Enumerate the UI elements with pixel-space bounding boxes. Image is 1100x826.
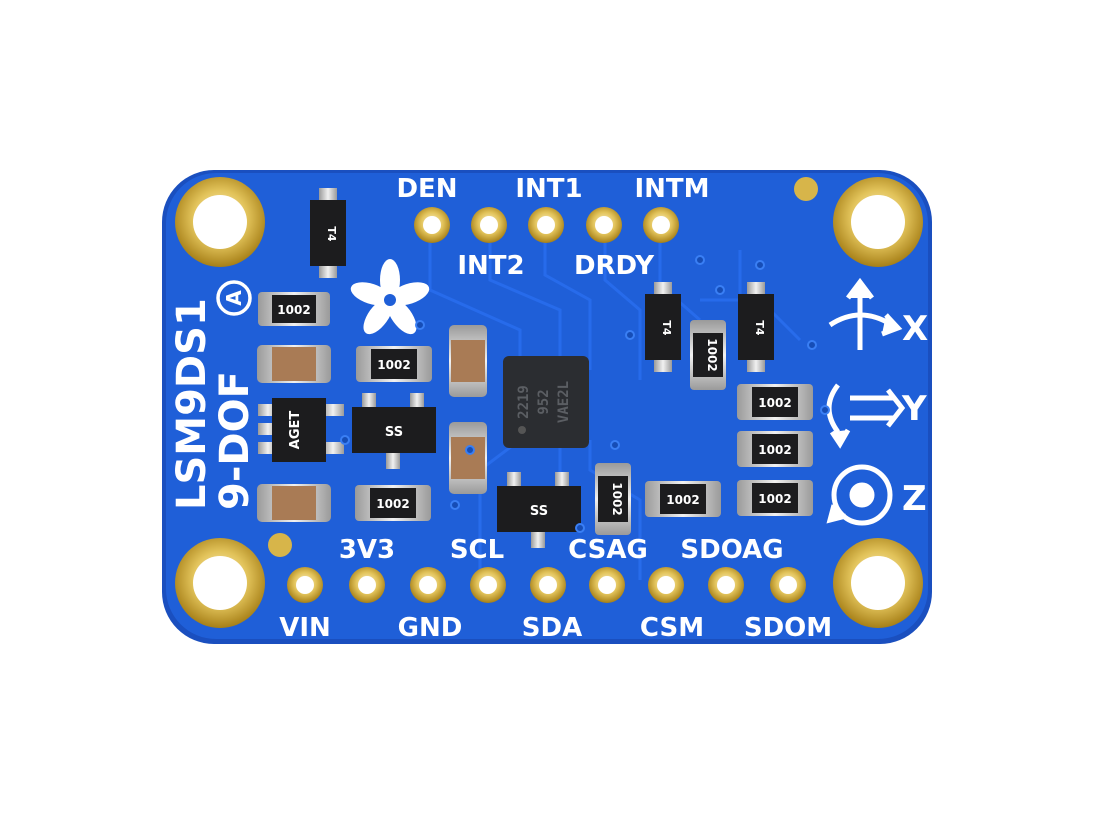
y-rotation-icon <box>826 383 906 449</box>
capacitor-c2 <box>257 484 331 522</box>
axis-label-x: X <box>902 309 928 349</box>
x-rotation-icon <box>828 277 903 350</box>
capacitor-c3 <box>449 325 487 397</box>
resistor-r4-marking: 1002 <box>666 493 699 507</box>
pad-csag <box>589 567 625 603</box>
resistor-r7: 1002 <box>737 480 813 516</box>
diode-d2-marking: T4 <box>660 320 673 336</box>
pad-3v3 <box>349 567 385 603</box>
capacitors <box>257 325 487 522</box>
pin-label-drdy: DRDY <box>574 251 655 281</box>
top-pin-labels: DEN INT1 INTM INT2 DRDY <box>396 174 709 281</box>
pin-label-den: DEN <box>396 174 457 204</box>
ic-marking-line-3: VAE2L <box>556 381 572 423</box>
transistor-q1-marking: SS <box>385 425 403 440</box>
pin-label-sda: SDA <box>522 613 582 643</box>
pin-label-gnd: GND <box>398 613 463 643</box>
mounting-hole-bottom-right <box>833 538 923 628</box>
transistor-q1: SS <box>352 393 436 469</box>
board-title-group: LSM9DS1 9-DOF A <box>169 280 258 510</box>
axis-label-y: Y <box>901 389 927 429</box>
ic-marking-line-1: 2219 <box>516 385 532 419</box>
diodes: T4 T4 T4 <box>310 188 774 372</box>
pin-label-3v3: 3V3 <box>339 535 395 565</box>
pin-label-sdoag: SDOAG <box>680 535 783 565</box>
board-title: LSM9DS1 <box>169 298 215 510</box>
lsm9ds1-chip: 2219 952 VAE2L <box>503 356 589 448</box>
pad-den <box>414 207 450 243</box>
axis-label-z: Z <box>902 479 927 519</box>
diode-d2: T4 <box>645 282 681 372</box>
pad-intm <box>643 207 679 243</box>
resistor-r3-marking: 1002 <box>376 497 409 511</box>
diode-d1: T4 <box>310 188 346 278</box>
pad-int2 <box>471 207 507 243</box>
pin-label-int2: INT2 <box>457 251 524 281</box>
pad-sdoag <box>708 567 744 603</box>
pad-gnd <box>410 567 446 603</box>
pad-drdy <box>586 207 622 243</box>
transistor-q2-marking: SS <box>530 504 548 519</box>
mounting-hole-top-left <box>175 177 265 267</box>
resistor-r3: 1002 <box>355 485 431 521</box>
pin-label-intm: INTM <box>634 174 709 204</box>
pad-scl <box>470 567 506 603</box>
resistor-r9-marking: 1002 <box>610 482 624 515</box>
pin-label-int1: INT1 <box>515 174 582 204</box>
pin-label-csm: CSM <box>640 613 704 643</box>
transistor-q2: SS <box>497 472 581 548</box>
resistor-r1-marking: 1002 <box>277 303 310 317</box>
fiducial-bottom-left <box>268 533 292 557</box>
capacitor-c1 <box>257 345 331 383</box>
diode-d1-marking: T4 <box>325 226 338 242</box>
diode-d3-marking: T4 <box>753 320 766 336</box>
resistor-r2: 1002 <box>356 346 432 382</box>
resistor-r5: 1002 <box>737 384 813 420</box>
pad-int1 <box>528 207 564 243</box>
z-rotation-icon <box>826 464 893 526</box>
capacitor-c4 <box>449 422 487 494</box>
fiducial-top-right <box>794 177 818 201</box>
regulator-marking: AGET <box>288 411 303 450</box>
pad-sda <box>530 567 566 603</box>
logo-circle-a-icon: A <box>216 280 252 316</box>
svg-text:A: A <box>222 290 246 306</box>
ic-marking-line-2: 952 <box>536 389 552 414</box>
mounting-hole-top-right <box>833 177 923 267</box>
resistor-r1: 1002 <box>258 292 330 326</box>
bottom-pin-labels: 3V3 SCL CSAG SDOAG VIN GND SDA CSM SDOM <box>279 535 832 643</box>
resistor-r6-marking: 1002 <box>758 443 791 457</box>
resistor-r4: 1002 <box>645 481 721 517</box>
diode-d3: T4 <box>738 282 774 372</box>
resistors: 1002 1002 1002 1002 1002 1002 <box>258 292 813 535</box>
board-subtitle: 9-DOF <box>212 371 258 510</box>
mounting-holes <box>175 177 923 628</box>
resistor-r6: 1002 <box>737 431 813 467</box>
top-header-pads <box>414 207 679 243</box>
vias <box>340 255 830 533</box>
voltage-regulator: AGET <box>258 398 344 462</box>
resistor-r2-marking: 1002 <box>377 358 410 372</box>
mounting-hole-bottom-left <box>175 538 265 628</box>
resistor-r9: 1002 <box>595 463 631 535</box>
pin-label-csag: CSAG <box>568 535 648 565</box>
pin-label-scl: SCL <box>450 535 504 565</box>
axis-indicators: X Y Z <box>826 277 928 526</box>
pad-csm <box>648 567 684 603</box>
pin-label-vin: VIN <box>279 613 331 643</box>
bottom-header-pads <box>287 567 806 603</box>
pad-vin <box>287 567 323 603</box>
resistor-r8-marking: 1002 <box>705 338 719 371</box>
pad-sdom <box>770 567 806 603</box>
pin-label-sdom: SDOM <box>744 613 832 643</box>
resistor-r7-marking: 1002 <box>758 492 791 506</box>
resistor-r5-marking: 1002 <box>758 396 791 410</box>
resistor-r8: 1002 <box>690 320 726 390</box>
transistors: SS SS <box>352 393 581 548</box>
flower-logo-icon <box>350 259 430 335</box>
